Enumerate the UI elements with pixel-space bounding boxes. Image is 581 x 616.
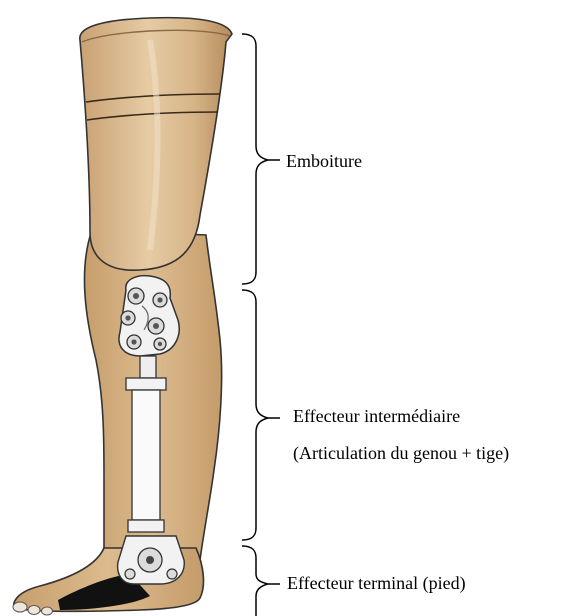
brace-socket [242, 34, 268, 284]
label-terminal-effector: Effecteur terminal (pied) [287, 572, 466, 594]
label-intermediate-effector: Effecteur intermédiaire [293, 405, 460, 427]
label-socket: Emboiture [286, 150, 362, 172]
ankle-mechanism [118, 536, 185, 584]
brace-terminal [242, 546, 268, 616]
label-intermediate-detail: (Articulation du genou + tige) [293, 442, 509, 464]
brace-intermediate [242, 290, 268, 540]
pylon [126, 356, 166, 532]
